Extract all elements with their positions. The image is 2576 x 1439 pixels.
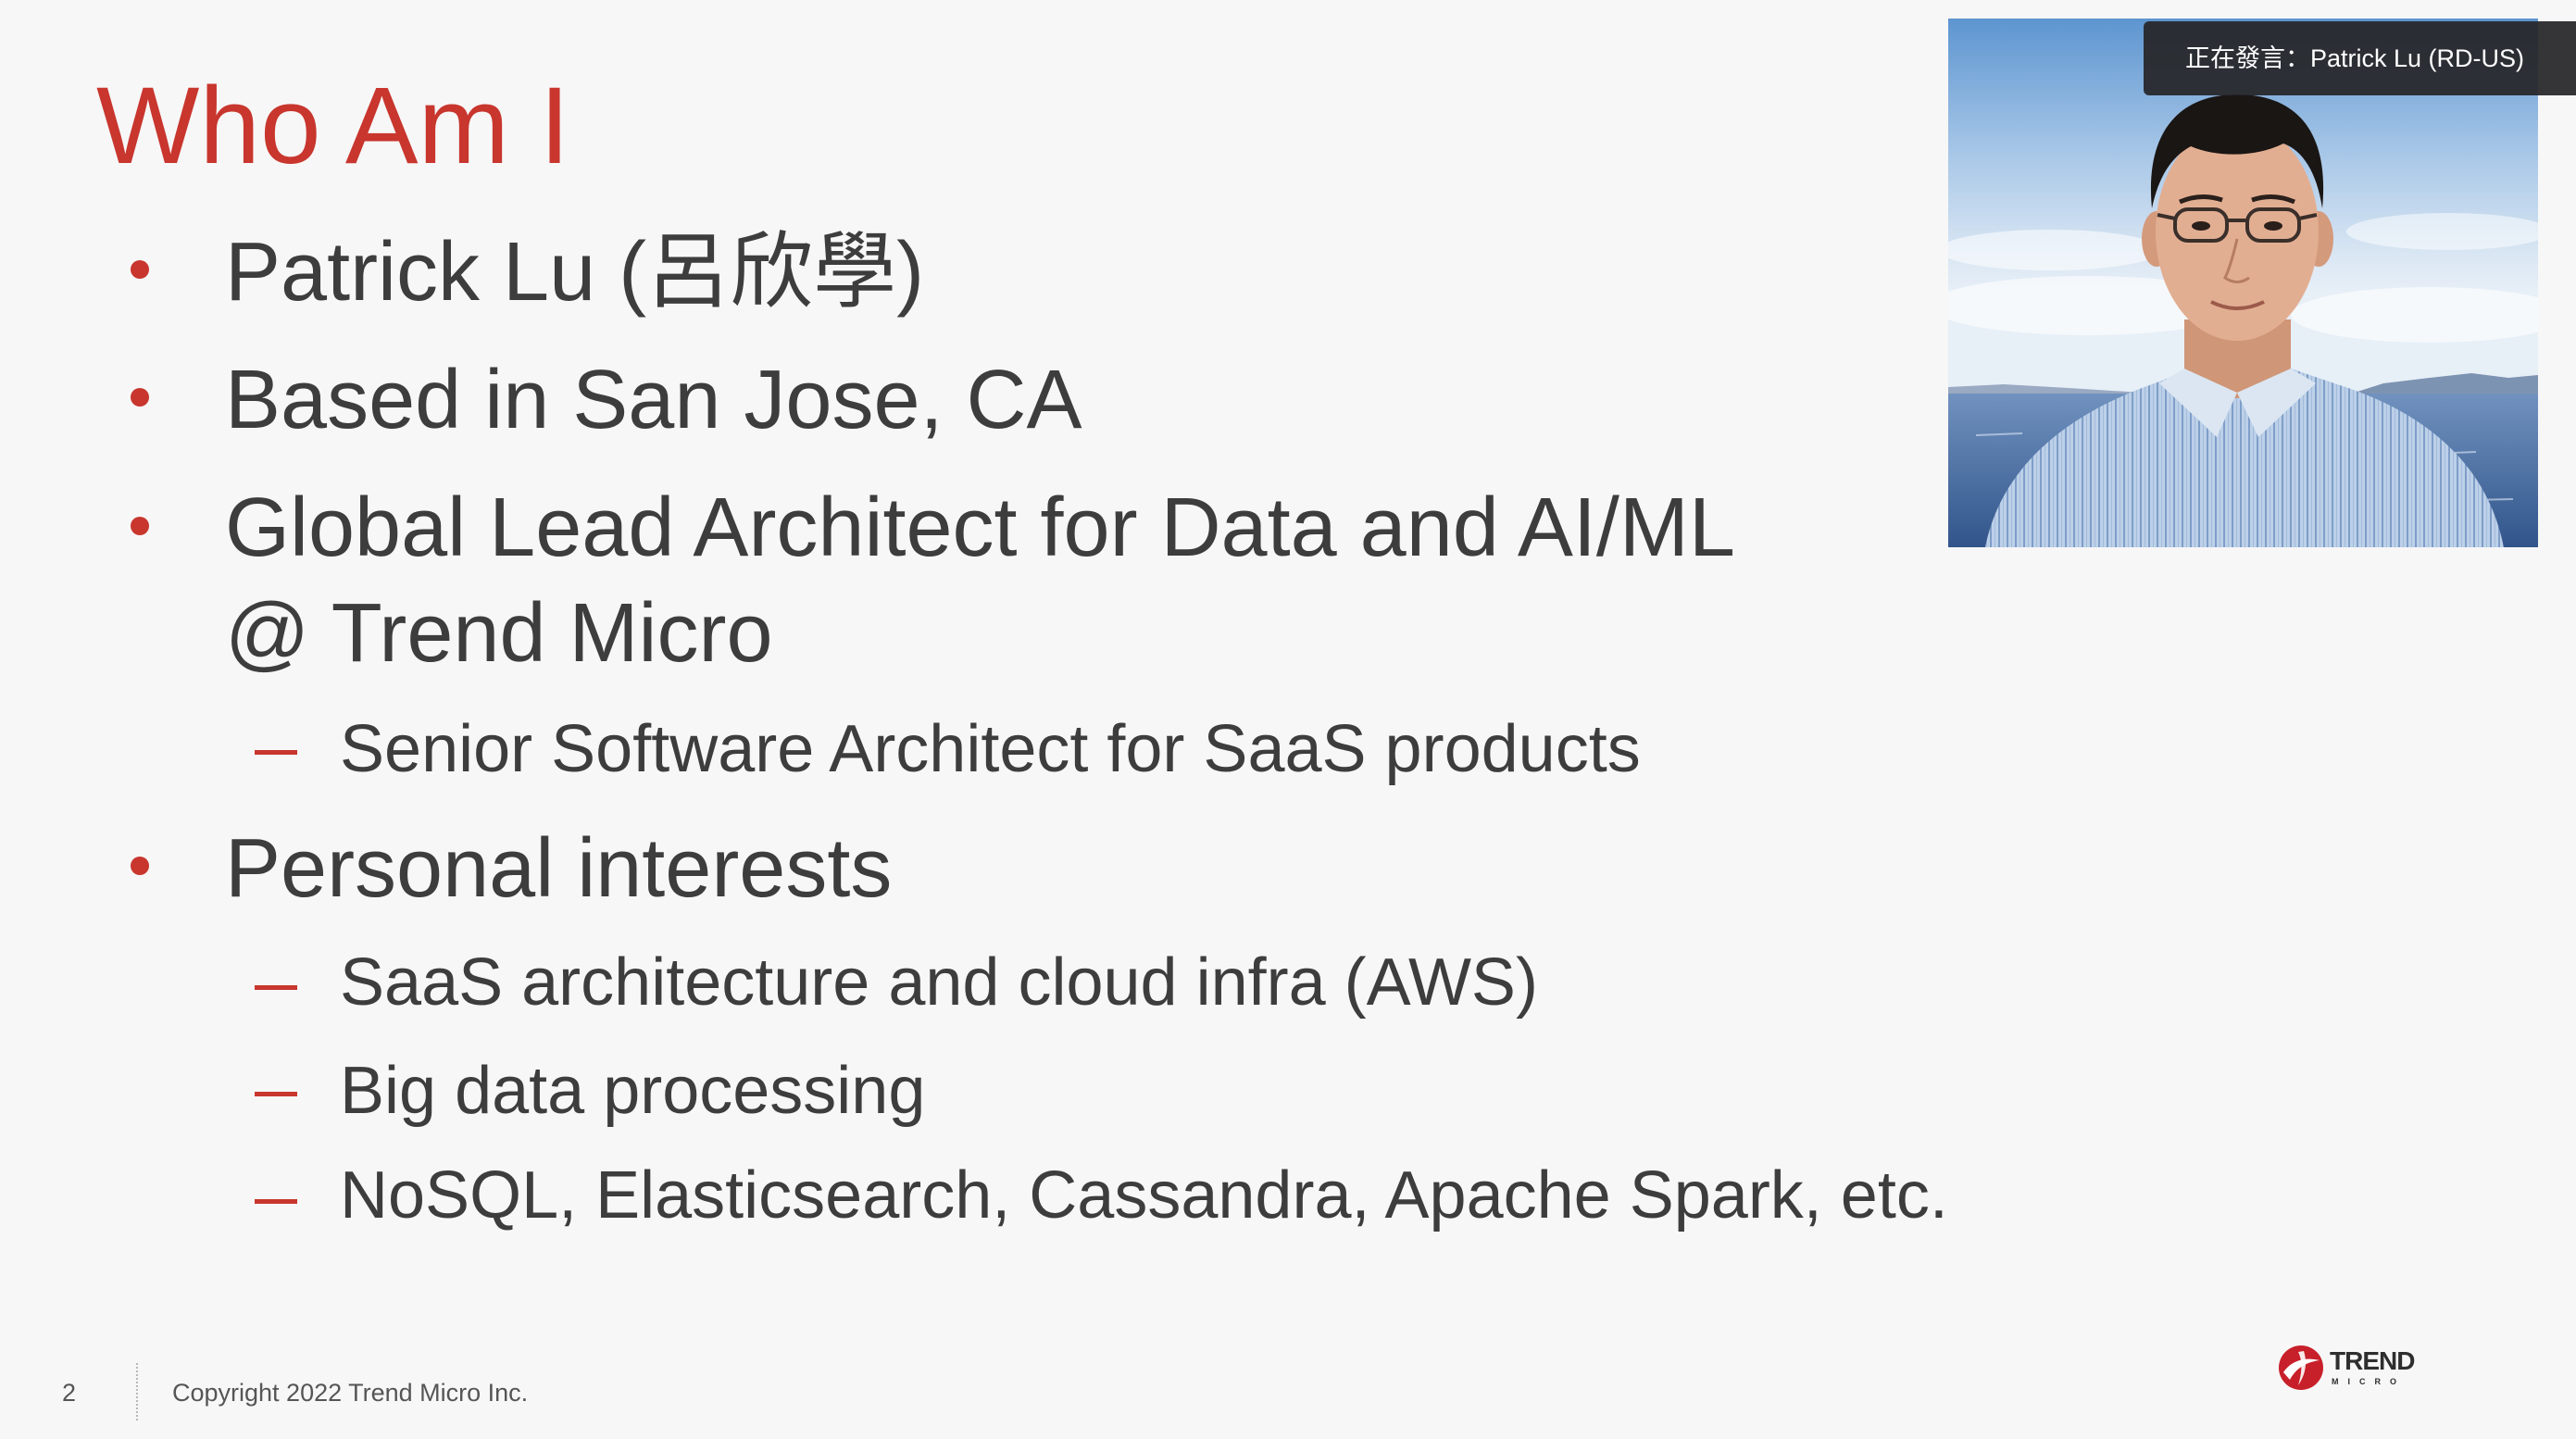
sub-bullet-previous-role: Senior Software Architect for SaaS produ… xyxy=(340,712,1641,786)
bullet-dot-icon xyxy=(131,388,149,407)
slide-title: Who Am I xyxy=(96,65,570,187)
shirt-collar-right xyxy=(2237,369,2316,437)
dash-icon xyxy=(255,1092,297,1096)
cloud xyxy=(1948,230,2161,270)
sub-bullet-interest: NoSQL, Elasticsearch, Cassandra, Apache … xyxy=(340,1158,1948,1233)
speaker-person xyxy=(1985,94,2504,547)
logo-subword: MICRO xyxy=(2332,1377,2406,1386)
logo-wordmark: TREND xyxy=(2330,1346,2415,1375)
logo-swoosh xyxy=(2283,1358,2320,1380)
sub-bullet-interest: SaaS architecture and cloud infra (AWS) xyxy=(340,945,1538,1020)
bullet-dot-icon xyxy=(131,517,149,535)
dash-icon xyxy=(255,985,297,990)
speaker-eyebrows xyxy=(2179,194,2295,205)
speaker-eye-right xyxy=(2264,221,2282,231)
speaker-glasses xyxy=(2157,207,2318,243)
speaker-hair xyxy=(2150,94,2324,208)
shirt-collar-left xyxy=(2159,369,2237,437)
bullet-dot-icon xyxy=(131,260,149,279)
speaker-face xyxy=(2156,122,2319,341)
bullet-interests: Personal interests xyxy=(225,822,893,915)
speaker-eye-left xyxy=(2192,221,2210,231)
dash-icon xyxy=(255,1199,297,1204)
active-speaker-label: 正在發言：Patrick Lu (RD-US) xyxy=(2144,21,2576,95)
cloud xyxy=(2346,213,2538,250)
page-number: 2 xyxy=(62,1379,77,1407)
bullet-dot-icon xyxy=(131,857,149,875)
distant-hills xyxy=(2337,373,2538,398)
logo-stroke xyxy=(2298,1351,2306,1385)
speaker-nose xyxy=(2223,238,2250,283)
speaker-mouth xyxy=(2210,300,2265,310)
trend-micro-ball-icon xyxy=(2279,1345,2323,1390)
bullet-name: Patrick Lu (呂欣學) xyxy=(225,226,925,319)
footer-divider xyxy=(136,1363,138,1420)
trend-micro-logo: TREND MICRO xyxy=(2278,1343,2419,1395)
dash-icon xyxy=(255,750,297,755)
bullet-role-company: @ Trend Micro xyxy=(225,587,773,680)
sub-bullet-interest: Big data processing xyxy=(340,1054,926,1128)
speaker-camera-feed xyxy=(1948,19,2538,547)
bullet-role: Global Lead Architect for Data and AI/ML xyxy=(225,482,1735,574)
speaker-neck xyxy=(2184,319,2291,398)
speaker-video-tile[interactable] xyxy=(1948,19,2538,547)
copyright-text: Copyright 2022 Trend Micro Inc. xyxy=(172,1379,529,1407)
bullet-location: Based in San Jose, CA xyxy=(225,354,1082,446)
speaker-shirt xyxy=(1985,369,2504,547)
cloud xyxy=(2291,287,2538,343)
